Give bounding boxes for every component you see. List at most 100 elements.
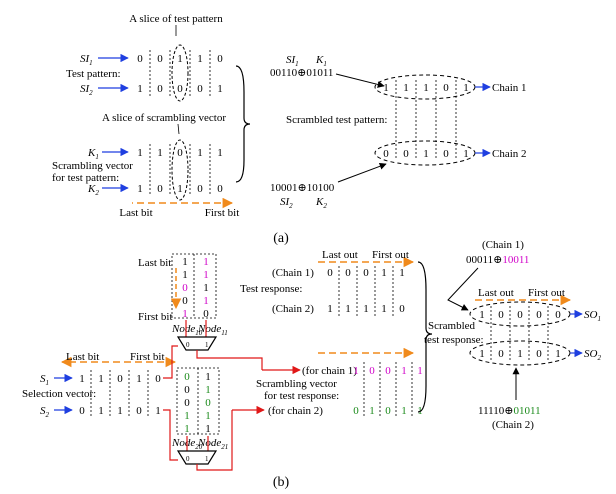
for-chain2-label: (for chain 2) [268, 405, 323, 417]
s2-bit: 1 [98, 405, 104, 417]
bottom-expr-arrow [337, 162, 387, 183]
column-separators-bottom [149, 144, 211, 196]
scr-bit: 1 [369, 405, 375, 417]
top-expr-si1: SI1 [286, 54, 299, 68]
right-xor-expression-2: 11110⊕01011 [478, 405, 541, 417]
mux2-output-wire [196, 410, 233, 471]
resp-bit: 1 [381, 267, 387, 279]
chain2-label: Chain 2 [492, 148, 527, 160]
resp-bit: 1 [345, 303, 351, 315]
chain1-bit: 1 [403, 82, 409, 94]
col-bit: 0 [184, 384, 190, 396]
first-out-label: First out [372, 249, 409, 261]
scr-bit: 1 [353, 365, 359, 377]
col-bit: 0 [205, 397, 211, 409]
so1-bit: 0 [517, 309, 523, 321]
k2-bit: 0 [217, 183, 223, 195]
col-bit: 1 [184, 410, 190, 422]
so1-bit: 0 [536, 309, 542, 321]
slice-of-scrambling-vector-label: A slice of scrambling vector [102, 112, 226, 124]
chain1-bit: 1 [383, 82, 389, 94]
resp-bit: 1 [363, 303, 369, 315]
k2-bit: 0 [157, 183, 163, 195]
col-bit: 0 [184, 371, 190, 383]
mux1-output-wire [196, 350, 263, 370]
s1-row: 1 1 0 1 0 [79, 373, 161, 385]
col-bit: 1 [205, 371, 211, 383]
chain2-bit: 0 [383, 148, 389, 160]
curly-brace [235, 65, 251, 183]
col-bit: 1 [205, 423, 211, 435]
selection-last-bit: Last bit [66, 351, 99, 363]
s1-label: S1 [40, 373, 49, 387]
chain1-bit: 0 [443, 82, 449, 94]
so1-bit: 1 [479, 309, 485, 321]
chain2-bits: 0 0 1 0 1 [383, 148, 469, 160]
k1-label: K1 [87, 147, 99, 161]
chain1-bits: 1 1 1 0 1 [383, 82, 469, 94]
resp-bit: 0 [399, 303, 405, 315]
col-bit: 0 [184, 397, 190, 409]
chain2-bit: 1 [423, 148, 429, 160]
si1-bit: 1 [197, 53, 203, 65]
so2-bits: 1 0 1 0 1 [479, 348, 561, 360]
s2-bit: 0 [79, 405, 85, 417]
si1-row: 0 0 1 1 0 [137, 53, 223, 65]
si2-bit: 0 [197, 83, 203, 95]
first-bit-label: First bit [205, 207, 240, 219]
col-bit: 1 [203, 256, 209, 268]
resp-bit: 0 [345, 267, 351, 279]
col-bit: 0 [203, 308, 209, 320]
s2-bit: 1 [155, 405, 161, 417]
k1-bit: 0 [177, 147, 183, 159]
top-column-right: 1 1 1 1 0 [203, 256, 209, 320]
k2-bit: 1 [137, 183, 143, 195]
bottom-expr-si2: SI2 [280, 196, 293, 210]
so1-bits: 1 0 0 0 0 [479, 309, 561, 321]
scrambled-response-label-1: Scrambled [428, 320, 476, 332]
so2-bit: 0 [498, 348, 504, 360]
k1-bit: 1 [197, 147, 203, 159]
si2-label: SI2 [80, 83, 93, 97]
mux2 [176, 450, 218, 465]
scr-bit: 0 [369, 365, 375, 377]
resp-chain1-label: (Chain 1) [272, 267, 314, 279]
response-chain2-row: 1 1 1 1 0 [327, 303, 405, 315]
part-b: Last bit First bit 1 1 0 0 1 1 1 1 1 0 N… [22, 239, 601, 490]
scr-bit: 0 [353, 405, 359, 417]
s2-label: S2 [40, 405, 50, 419]
top-column-left: 1 1 0 0 1 [182, 256, 188, 320]
right-xor-expression-1: 00011⊕10011 [466, 254, 529, 266]
scr-bit: 0 [385, 365, 391, 377]
top-expr-k1: K1 [315, 54, 327, 68]
part-a: A slice of test pattern SI1 0 0 1 1 0 Te… [52, 13, 527, 246]
selection-separators [90, 370, 149, 418]
mux1 [176, 336, 218, 351]
so1-bit: 0 [498, 309, 504, 321]
so2-bit: 1 [555, 348, 561, 360]
right-chain1-label: (Chain 1) [482, 239, 524, 251]
col-bit: 1 [182, 308, 188, 320]
curly-brace-b [417, 261, 433, 413]
so2-bit: 0 [536, 348, 542, 360]
test-response-label: Test response: [240, 283, 302, 295]
si1-bit: 1 [177, 53, 183, 65]
si2-row: 1 0 0 0 1 [137, 83, 223, 95]
so2-bit: 1 [479, 348, 485, 360]
top-column-first-bit: First bit [138, 311, 173, 323]
test-pattern-slice-ellipse [171, 44, 189, 102]
scrambling-vector-label: Scrambling vector [52, 160, 133, 172]
caption-a: (a) [273, 231, 289, 246]
resp-bit: 0 [363, 267, 369, 279]
k2-row: 1 0 1 0 0 [137, 183, 223, 195]
selection-first-bit: First bit [130, 351, 165, 363]
for-test-response-label: for test response: [264, 390, 339, 402]
selection-vector-label: Selection vector: [22, 388, 96, 400]
col-bit: 1 [205, 384, 211, 396]
chain2-bit: 0 [443, 148, 449, 160]
for-chain1-label: (for chain 1) [302, 365, 357, 377]
chain2-bit: 1 [463, 148, 469, 160]
chain1-bit: 1 [423, 82, 429, 94]
col-bit: 1 [182, 269, 188, 281]
